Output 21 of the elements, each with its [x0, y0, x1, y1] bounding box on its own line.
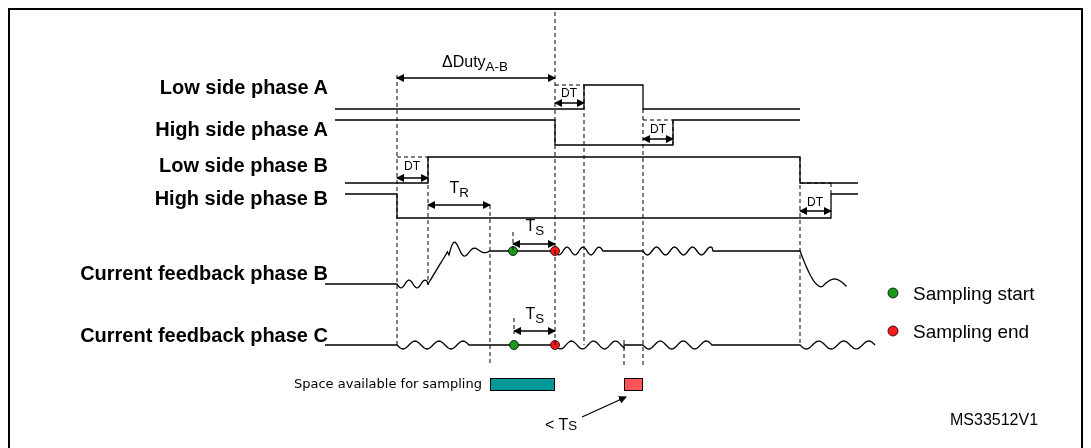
dimension-label: DT	[404, 160, 420, 172]
bar-caption: Space available for sampling	[294, 376, 482, 390]
legend-label: Sampling start	[913, 283, 1035, 303]
signal-label: Low side phase B	[158, 155, 328, 175]
leader-arrow	[581, 396, 627, 418]
dimension-label: DT	[807, 196, 823, 208]
dimension-label: ΔDuty$_{A-B}$	[442, 54, 508, 74]
short-window-bar	[624, 378, 643, 391]
dimension-label: T$_{R}$	[449, 180, 469, 200]
figure-id: MS33512V1	[950, 412, 1039, 428]
dimension-label: DT	[650, 123, 666, 135]
sampling-window-bar	[490, 378, 555, 391]
signal-label: High side phase B	[153, 188, 328, 208]
dimension-label: T$_{S}$	[525, 218, 545, 238]
dimension-label: DT	[561, 87, 577, 99]
signal-label: Current feedback phase C	[79, 325, 328, 345]
legend-label: Sampling end	[913, 321, 1030, 341]
signal-label: Low side phase A	[158, 77, 328, 97]
dimension-label: T$_{S}$	[525, 306, 545, 326]
signal-label: High side phase A	[154, 119, 328, 139]
signal-label: Current feedback phase B	[79, 263, 328, 283]
